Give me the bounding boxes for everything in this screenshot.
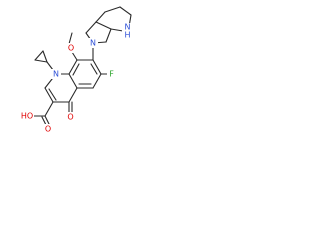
quinolone-n-label: N xyxy=(53,70,59,79)
bond-c2-c3-double xyxy=(48,88,57,101)
bond-c2-c3 xyxy=(44,87,54,103)
label-bg xyxy=(66,43,76,53)
methoxy-o-label: O xyxy=(68,44,74,53)
label-bg xyxy=(107,69,116,79)
acid-ho-label: HO xyxy=(21,112,33,121)
bond-cc-cd xyxy=(105,28,112,43)
bond-c7-c6 xyxy=(92,59,102,75)
bond-c4a-c8a xyxy=(68,73,78,89)
label-bg xyxy=(122,23,133,39)
bond-cb-cc xyxy=(95,21,112,30)
bond-o-methyl xyxy=(68,32,73,45)
bond-c3-cooh xyxy=(44,101,54,117)
bond-c8a-c8 xyxy=(68,59,78,75)
atom-label-layer: N N N H O F HO O O xyxy=(20,23,133,134)
bond-pip2-pip3 xyxy=(119,6,132,16)
bond-nh-cc xyxy=(110,28,124,32)
bond-pip1-pip2 xyxy=(104,6,121,13)
label-bg xyxy=(65,112,76,122)
label-bg xyxy=(88,38,98,48)
fluoro-f-label: F xyxy=(109,70,114,79)
bond-c6-c5 xyxy=(92,73,102,89)
pyrrolidine-n-label: N xyxy=(90,39,96,48)
bond-cb-pip1 xyxy=(95,11,106,23)
bond-ca-cb xyxy=(85,21,97,34)
piperidine-h-label: H xyxy=(124,31,130,40)
bond-cyclopropyl-b xyxy=(34,50,44,61)
moxifloxacin-structure: N N N H O F HO O O xyxy=(20,6,133,134)
keto-o-label: O xyxy=(67,113,73,122)
label-bg xyxy=(43,124,53,134)
piperidine-nh-label: N xyxy=(125,23,131,32)
bond-layer xyxy=(32,6,132,128)
label-bg xyxy=(20,111,34,121)
bond-c4-c4a xyxy=(68,87,78,103)
label-bg xyxy=(51,69,61,79)
bond-cyclopropyl-a xyxy=(34,59,48,63)
bond-c8-o-methoxy xyxy=(71,51,78,61)
bond-cyclopropyl-c xyxy=(42,50,48,63)
bond-c7-c6-double xyxy=(90,63,98,75)
acid-o-label: O xyxy=(45,125,51,134)
bond-c8a-c8-double xyxy=(72,63,80,76)
